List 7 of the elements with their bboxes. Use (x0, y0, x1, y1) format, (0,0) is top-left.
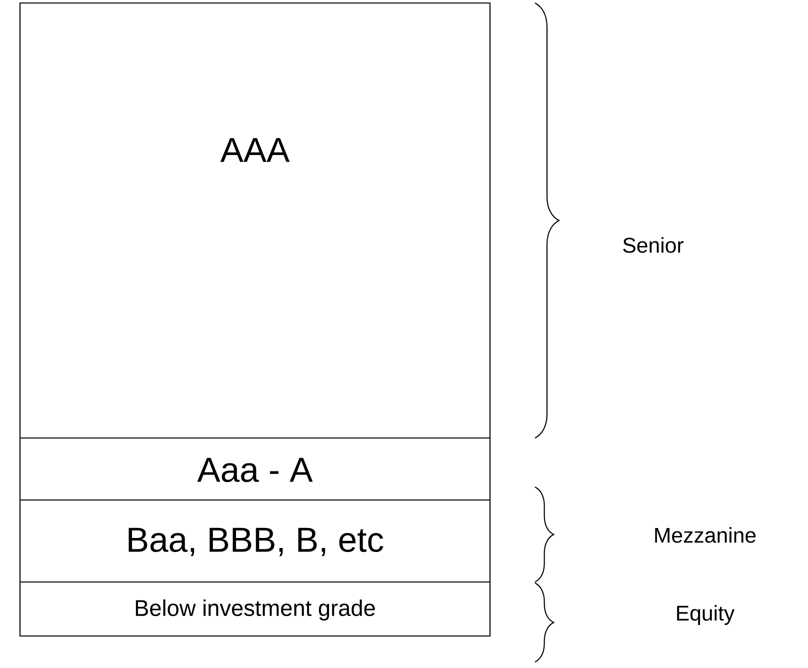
group-label: Mezzanine (655, 527, 756, 543)
tranche-box: Aaa - A (19, 437, 491, 501)
group-label: Senior (623, 237, 684, 253)
group-label: Equity (677, 605, 735, 625)
tranche-box: Baa, BBB, B, etc (19, 499, 491, 583)
tranche-box: AAA (19, 2, 491, 439)
tranche-box: Below investment grade (19, 581, 491, 637)
